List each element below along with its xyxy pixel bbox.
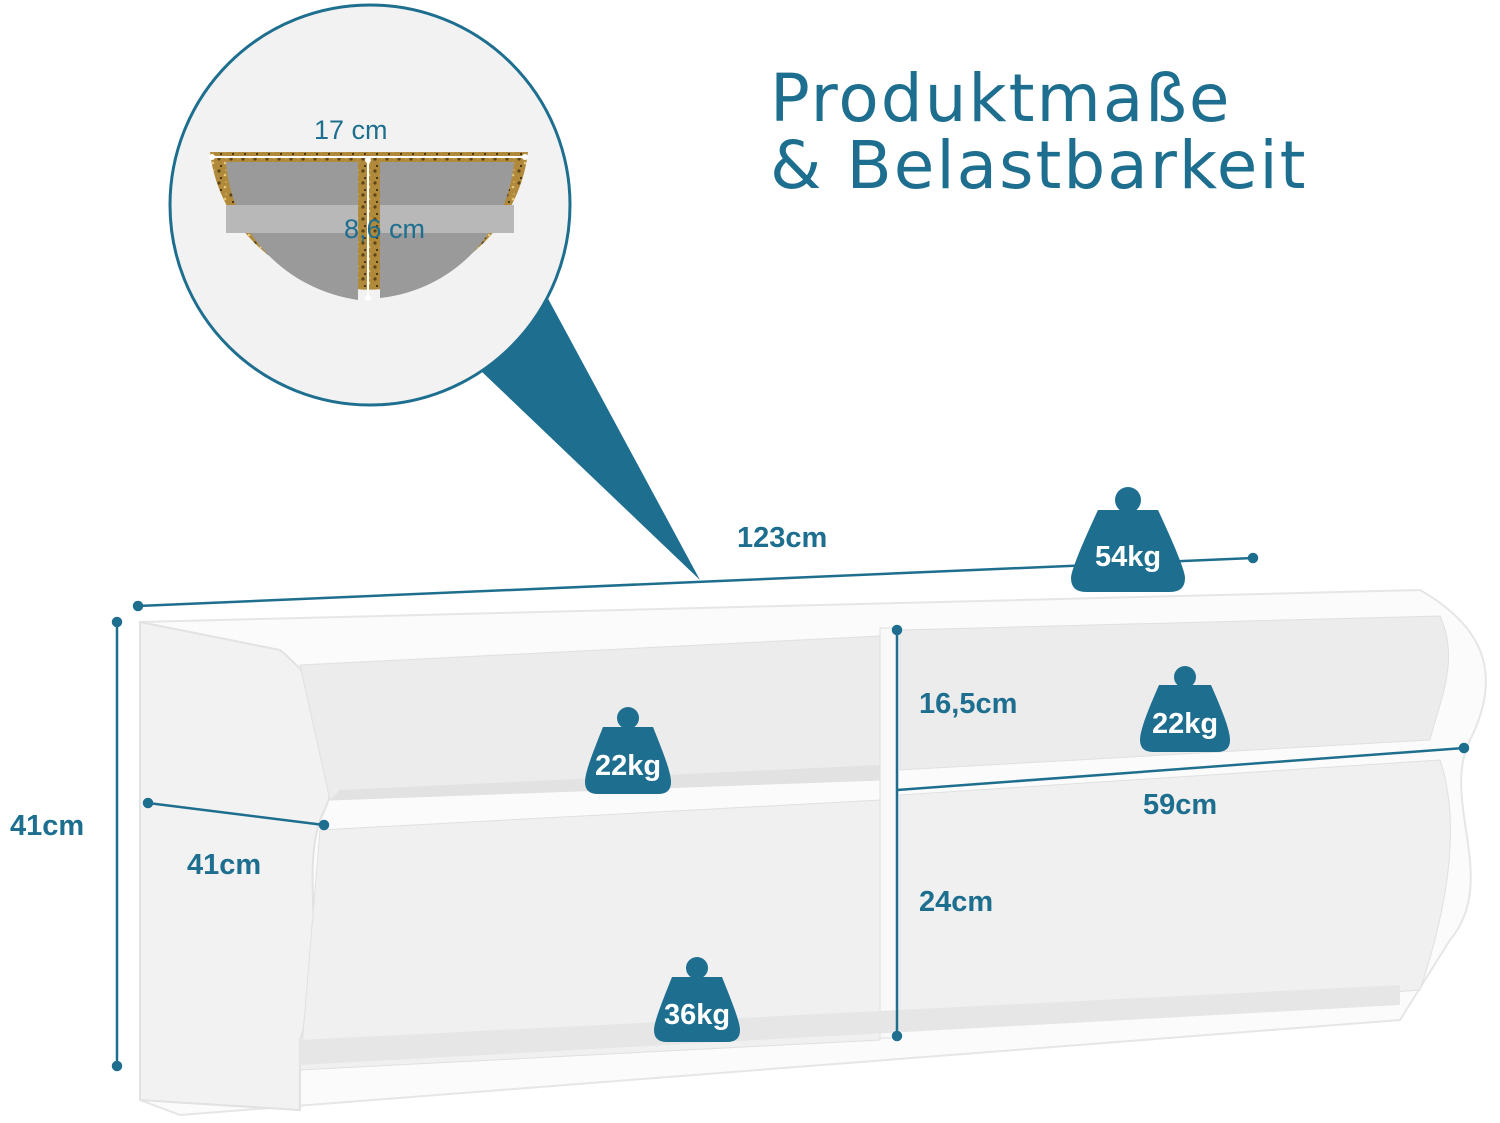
detail-height-label: 8,6 cm [344,214,426,244]
compartment-width-label: 59cm [1143,789,1218,821]
title-line-1: Produktmaße [770,60,1232,137]
side-depth-label: 41cm [187,849,262,881]
load-upper-left-label: 22kg [594,750,662,782]
callout-pointer [480,293,700,580]
title-line-2: & Belastbarkeit [770,127,1308,204]
detail-width-label: 17 cm [314,115,388,145]
total-width-label: 123cm [737,522,828,554]
load-upper-right-label: 22kg [1151,708,1219,740]
tv-wall-cabinet [139,588,1487,1117]
weight-badge-upper-left [585,707,671,794]
load-top-label: 54kg [1094,541,1162,573]
lower-compartment-height-label: 24cm [919,886,994,918]
weight-badge-upper-right [1140,666,1230,752]
weight-badge-top [1071,487,1185,592]
load-bottom-label: 36kg [663,999,731,1031]
total-height-label: 41cm [10,810,85,842]
upper-compartment-height-label: 16,5cm [919,688,1018,720]
dimension-lines [111,552,1470,1072]
weight-badge-bottom [654,957,740,1042]
detail-magnifier [168,3,572,407]
